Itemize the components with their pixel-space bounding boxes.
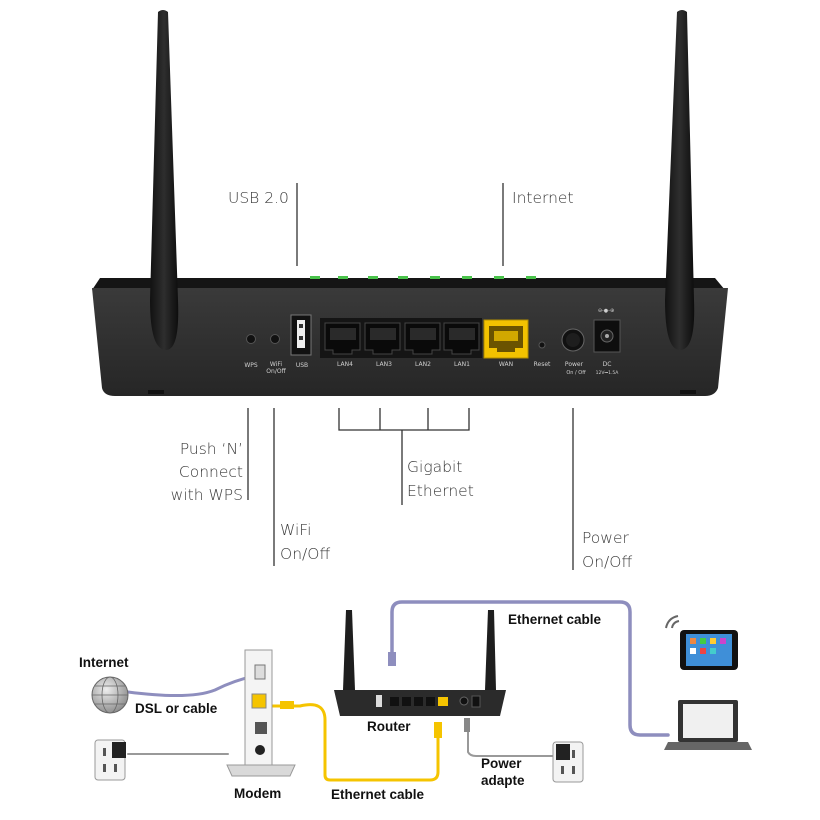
callout-wps-3: with WPS [171,486,243,504]
wifi-signal-icon [665,615,680,629]
label-dsl: DSL or cable [135,701,218,716]
usb-port-label: USB [296,362,308,369]
label-internet: Internet [79,655,129,670]
ethernet-plug-yellow-icon [434,722,442,738]
label-modem: Modem [234,786,281,801]
power-plug-icon [464,718,470,732]
callout-wifi-2: On/Off [280,545,330,563]
usb-port[interactable] [290,314,312,356]
dc-jack[interactable] [593,319,621,353]
label-ethernet-top: Ethernet cable [508,612,602,627]
label-power-adapter-1: Power [481,756,522,771]
power-states-label: On / Off [566,370,586,376]
callout-power-2: On/Off [582,553,632,571]
callout-gigabit-1: Gigabit [407,458,462,476]
dc-rating-label: 12V⎓1.5A [596,370,620,376]
status-leds [310,276,536,279]
ethernet-plug-icon [388,652,396,666]
small-router-icon [334,610,506,716]
router-back-panel: WPS WiFi On/Off USB LAN4 [92,10,728,396]
wifi-button[interactable] [270,334,280,344]
lan1-port[interactable] [443,322,480,355]
lan4-port[interactable] [324,322,361,355]
dc-label: DC [603,361,612,368]
reset-button[interactable] [538,341,546,349]
svg-text:⊖-●-⊕: ⊖-●-⊕ [598,308,614,314]
wps-button[interactable] [246,334,256,344]
callout-usb: USB 2.0 [228,189,289,207]
cables [126,600,670,782]
callout-internet: Internet [512,189,574,207]
lan1-label: LAN1 [454,361,470,368]
callout-power-1: Power [582,529,629,547]
lan4-label: LAN4 [337,361,353,368]
modem-plug-icon [280,701,294,709]
callouts [247,183,574,570]
power-label: Power [565,361,584,368]
right-antenna [665,10,695,350]
callout-wifi-1: WiFi [280,521,311,539]
modem-icon [226,649,296,777]
wan-port[interactable] [483,319,529,359]
tablet-icon [680,630,738,670]
lan2-label: LAN2 [415,361,431,368]
callout-wps-2: Connect [179,463,243,481]
internet-globe-icon [91,676,129,714]
lan2-port[interactable] [404,322,441,355]
callout-wps-1: Push ‘N’ [180,440,243,458]
left-antenna [150,10,179,350]
lan3-label: LAN3 [376,361,392,368]
reset-label: Reset [534,361,551,368]
wifi-port-label-2: On/Off [266,368,286,375]
wps-port-label: WPS [244,362,258,369]
wan-label: WAN [499,361,513,368]
lan3-port[interactable] [364,322,401,355]
label-ethernet-bottom: Ethernet cable [331,787,425,802]
label-power-adapter-2: adapte [481,773,525,788]
label-router: Router [367,719,411,734]
wall-outlet-right-icon [552,741,584,783]
callout-gigabit-2: Ethernet [407,482,474,500]
laptop-icon [664,700,752,750]
wall-outlet-left-icon [94,739,126,781]
wifi-port-label-1: WiFi [270,361,282,368]
